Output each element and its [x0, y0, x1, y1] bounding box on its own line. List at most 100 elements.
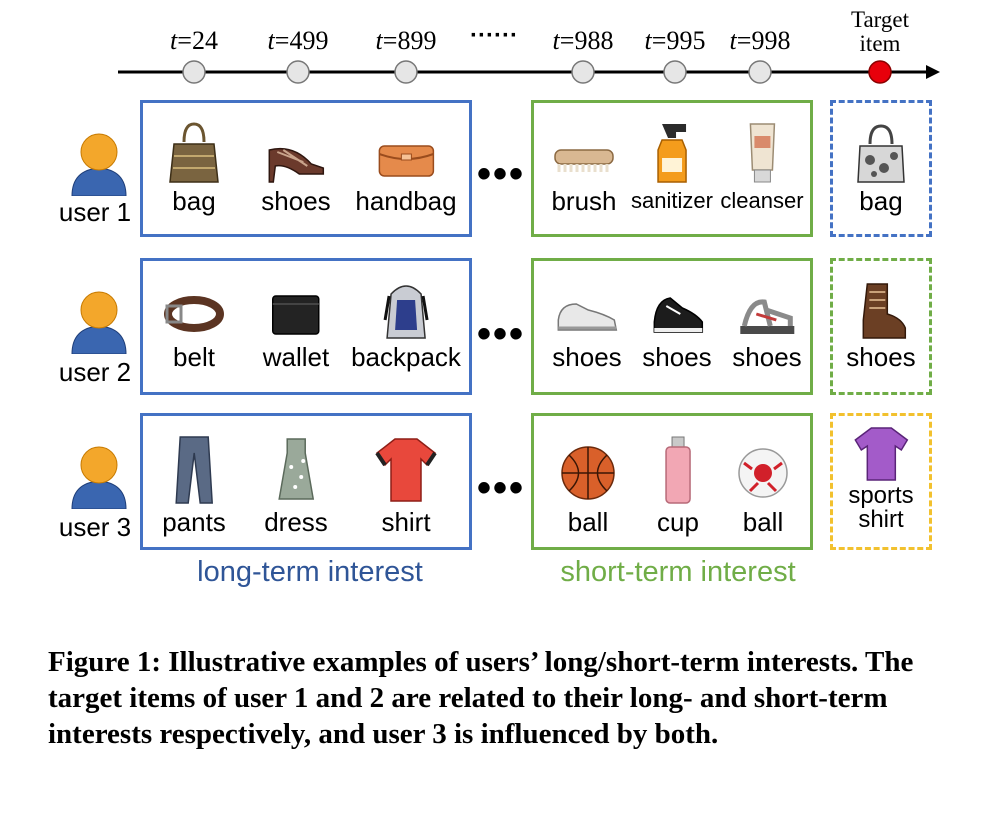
timeline-node	[571, 60, 595, 84]
clutch-icon	[378, 145, 434, 177]
item-label: wallet	[262, 342, 330, 372]
sandal-icon	[739, 299, 794, 334]
item-handbag: handbag	[355, 120, 457, 216]
item-shoes: shoes	[732, 280, 802, 372]
item-ball: ball	[555, 433, 621, 537]
item-brush: brush	[551, 120, 617, 216]
belt-icon	[164, 296, 224, 332]
item-bag: bag	[168, 120, 220, 216]
short-term-box-user1	[531, 100, 813, 237]
item-target-sports-shirt: sports shirt	[848, 424, 914, 533]
boot-icon	[862, 283, 906, 339]
short-term-interest-caption: short-term interest	[560, 556, 796, 588]
row-ellipsis: •••	[476, 152, 526, 196]
short-term-box-user3	[531, 413, 813, 550]
brush-icon	[554, 149, 614, 172]
row-ellipsis: •••	[476, 312, 526, 356]
item-pants: pants	[162, 433, 226, 537]
time-label: t=24	[170, 26, 218, 55]
item-label: ball	[567, 507, 609, 537]
item-label: brush	[551, 186, 617, 216]
item-cleanser: cleanser	[720, 120, 804, 216]
time-label: t=499	[267, 26, 329, 55]
item-label: handbag	[355, 186, 457, 216]
time-label: t=998	[729, 26, 791, 55]
time-label: t=988	[552, 26, 614, 55]
item-label: shoes	[642, 342, 712, 372]
item-backpack: backpack	[351, 280, 461, 372]
bottle-icon	[665, 436, 691, 504]
dress-icon	[278, 438, 314, 500]
target-item-label: Target item	[851, 7, 909, 56]
target-box-user2	[830, 258, 932, 395]
item-target-bag: bag	[854, 120, 908, 216]
item-wallet: wallet	[263, 280, 329, 372]
item-belt: belt	[163, 280, 225, 372]
item-label: ball	[742, 507, 784, 537]
item-label: bag	[172, 186, 216, 216]
wallet-icon	[272, 295, 320, 335]
item-label: sports shirt	[848, 482, 914, 533]
item-label: shoes	[261, 186, 331, 216]
canvas-shoe-icon	[653, 297, 703, 333]
heel-shoe-icon	[268, 147, 324, 183]
item-label: shoes	[732, 342, 802, 372]
target-node	[868, 60, 892, 84]
bag-icon	[857, 124, 905, 183]
item-label: shoes	[846, 342, 916, 372]
item-shirt: shirt	[373, 433, 439, 537]
long-term-box-user2	[140, 258, 472, 395]
timeline-node	[663, 60, 687, 84]
timeline-arrowhead	[926, 65, 940, 79]
item-cup: cup	[657, 433, 699, 537]
sneaker-icon	[557, 303, 617, 331]
spray-bottle-icon	[657, 124, 687, 183]
item-label: shoes	[552, 342, 622, 372]
item-sanitizer: sanitizer	[631, 120, 713, 216]
timeline-node	[748, 60, 772, 84]
item-label: shirt	[381, 507, 431, 537]
time-label: t=995	[644, 26, 706, 55]
row-ellipsis: •••	[476, 466, 526, 510]
item-shoes: shoes	[552, 280, 622, 372]
pants-icon	[175, 436, 213, 504]
user-label: user 1	[58, 197, 132, 227]
target-box-user3	[830, 413, 932, 550]
user-avatar-icon	[71, 446, 127, 509]
tube-icon	[749, 123, 775, 183]
item-ball: ball	[730, 433, 796, 537]
sports-shirt-icon	[854, 427, 908, 481]
item-target-shoes: shoes	[846, 280, 916, 372]
timeline-node	[394, 60, 418, 84]
item-label: dress	[264, 507, 328, 537]
long-term-box-user1	[140, 100, 472, 237]
backpack-icon	[383, 285, 429, 339]
user-avatar-icon	[71, 291, 127, 354]
long-term-box-user3	[140, 413, 472, 550]
item-label: cup	[657, 507, 699, 537]
timeline-ellipsis: ······	[470, 22, 518, 49]
target-box-user1	[830, 100, 932, 237]
user-avatar-icon	[71, 133, 127, 196]
item-dress: dress	[264, 433, 328, 537]
timeline	[118, 60, 940, 84]
figure-caption: Figure 1: Illustrative examples of users…	[48, 646, 914, 750]
item-label: bag	[859, 186, 903, 216]
time-label: t=899	[375, 26, 437, 55]
basketball-icon	[561, 446, 615, 500]
item-label: sanitizer	[631, 188, 713, 213]
item-label: backpack	[351, 342, 461, 372]
shirt-icon	[375, 438, 437, 502]
user-label: user 3	[58, 512, 132, 542]
user-label: user 2	[58, 357, 132, 387]
item-label: belt	[173, 342, 215, 372]
soccer-ball-icon	[738, 448, 788, 498]
long-term-interest-caption: long-term interest	[197, 556, 423, 588]
item-shoes: shoes	[261, 120, 331, 216]
bag-icon	[169, 122, 219, 183]
item-shoes: shoes	[642, 280, 712, 372]
short-term-box-user2	[531, 258, 813, 395]
item-label: pants	[162, 507, 226, 537]
item-label: cleanser	[720, 188, 804, 213]
timeline-node	[182, 60, 206, 84]
